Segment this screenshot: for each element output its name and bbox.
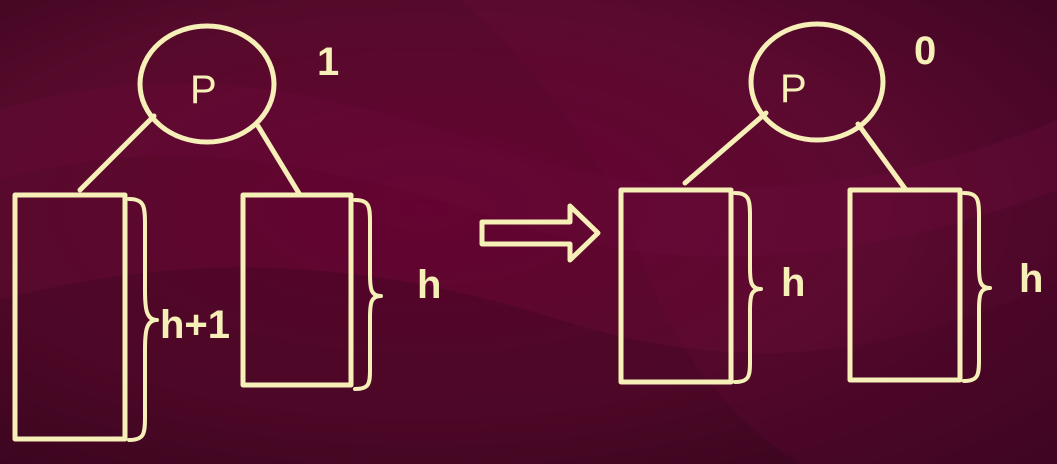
parent-node-label: P [780, 67, 807, 111]
height-brace [127, 197, 159, 442]
left-edge [682, 110, 769, 186]
left-subtree-box [12, 192, 128, 442]
height-brace [353, 198, 383, 391]
background-wave [460, 0, 1057, 464]
background-wave [0, 83, 1057, 257]
right-edge [855, 121, 909, 193]
balance-factor-label: 1 [317, 40, 339, 84]
left-subtree-box [618, 187, 734, 385]
right-subtree-box [240, 192, 354, 388]
arrow-outline [479, 203, 601, 263]
right-subtree-height-label: h [1019, 257, 1043, 301]
right-arrow-icon [479, 203, 601, 263]
left-subtree-height-label: h+1 [160, 303, 230, 347]
right-edge [255, 123, 303, 198]
parent-node-label: P [190, 68, 217, 112]
height-brace [962, 191, 992, 383]
before-tree: P 1 h+1 h [12, 23, 441, 442]
parent-node [137, 23, 277, 145]
after-tree: P 0 h h [618, 21, 1043, 385]
balance-factor-label: 0 [914, 29, 936, 73]
parent-node [748, 21, 886, 143]
height-brace [733, 191, 763, 384]
right-subtree-box [847, 187, 963, 383]
left-subtree-height-label: h [781, 261, 805, 305]
left-edge [77, 113, 157, 193]
background-wave [0, 267, 1057, 464]
right-subtree-height-label: h [417, 263, 441, 307]
